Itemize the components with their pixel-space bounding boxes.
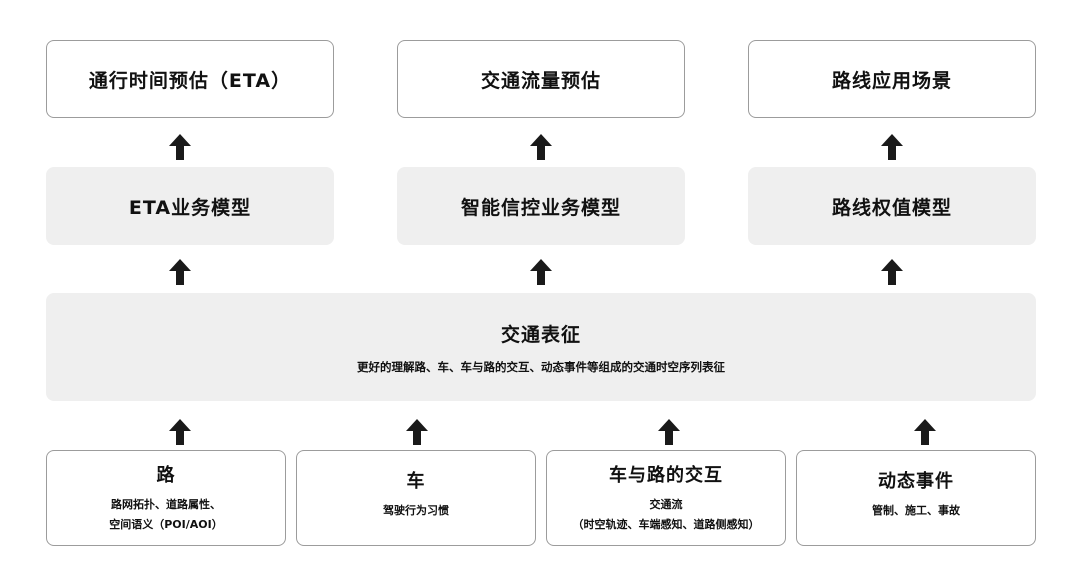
arrow-up-icon	[530, 134, 552, 160]
traffic-representation-box: 交通表征 更好的理解路、车、车与路的交互、动态事件等组成的交通时空序列表征	[46, 293, 1036, 401]
input-title-road: 路	[156, 465, 176, 486]
arrow-up-icon	[881, 134, 903, 160]
input-desc-vehicle-road-interaction: 交通流 （时空轨迹、车端感知、道路侧感知）	[573, 495, 760, 535]
traffic-representation-subtitle: 更好的理解路、车、车与路的交互、动态事件等组成的交通时空序列表征	[357, 359, 725, 374]
model-box-route-weight: 路线权值模型	[748, 167, 1036, 245]
arrow-up-icon	[914, 419, 936, 445]
input-desc-line: （时空轨迹、车端感知、道路侧感知）	[572, 518, 760, 531]
arrow-up-icon	[530, 259, 552, 285]
model-box-signal-control: 智能信控业务模型	[397, 167, 685, 245]
output-box-route-scenarios: 路线应用场景	[748, 40, 1036, 118]
model-label-route-weight: 路线权值模型	[831, 196, 952, 219]
input-desc-vehicle: 驾驶行为习惯	[383, 501, 449, 521]
output-label-eta: 通行时间预估（ETA）	[88, 69, 292, 92]
arrow-up-icon	[169, 134, 191, 160]
input-title-dynamic-events: 动态事件	[878, 471, 954, 492]
output-label-traffic-flow: 交通流量预估	[480, 69, 601, 92]
input-box-vehicle-road-interaction: 车与路的交互 交通流 （时空轨迹、车端感知、道路侧感知）	[546, 450, 786, 546]
model-label-signal-control: 智能信控业务模型	[460, 196, 621, 219]
input-desc-dynamic-events: 管制、施工、事故	[872, 501, 960, 521]
arrow-up-icon	[169, 259, 191, 285]
output-label-route-scenarios: 路线应用场景	[831, 69, 952, 92]
output-box-eta: 通行时间预估（ETA）	[46, 40, 334, 118]
input-box-vehicle: 车 驾驶行为习惯	[296, 450, 536, 546]
arrow-up-icon	[169, 419, 191, 445]
arrow-up-icon	[881, 259, 903, 285]
input-desc-line: 交通流	[649, 498, 683, 511]
traffic-representation-title: 交通表征	[500, 323, 581, 346]
input-title-vehicle: 车	[406, 471, 426, 492]
input-desc-road: 路网拓扑、道路属性、 空间语义（POI/AOI）	[109, 495, 222, 535]
input-box-road: 路 路网拓扑、道路属性、 空间语义（POI/AOI）	[46, 450, 286, 546]
input-box-dynamic-events: 动态事件 管制、施工、事故	[796, 450, 1036, 546]
model-box-eta: ETA业务模型	[46, 167, 334, 245]
input-desc-line: 路网拓扑、道路属性、	[110, 498, 221, 511]
input-title-vehicle-road-interaction: 车与路的交互	[609, 465, 723, 486]
input-desc-line: 管制、施工、事故	[872, 504, 960, 517]
arrow-up-icon	[658, 419, 680, 445]
input-desc-line: 驾驶行为习惯	[383, 504, 449, 517]
arrow-up-icon	[406, 419, 428, 445]
model-label-eta: ETA业务模型	[128, 196, 252, 219]
input-desc-line: 空间语义（POI/AOI）	[109, 518, 223, 531]
output-box-traffic-flow: 交通流量预估	[397, 40, 685, 118]
